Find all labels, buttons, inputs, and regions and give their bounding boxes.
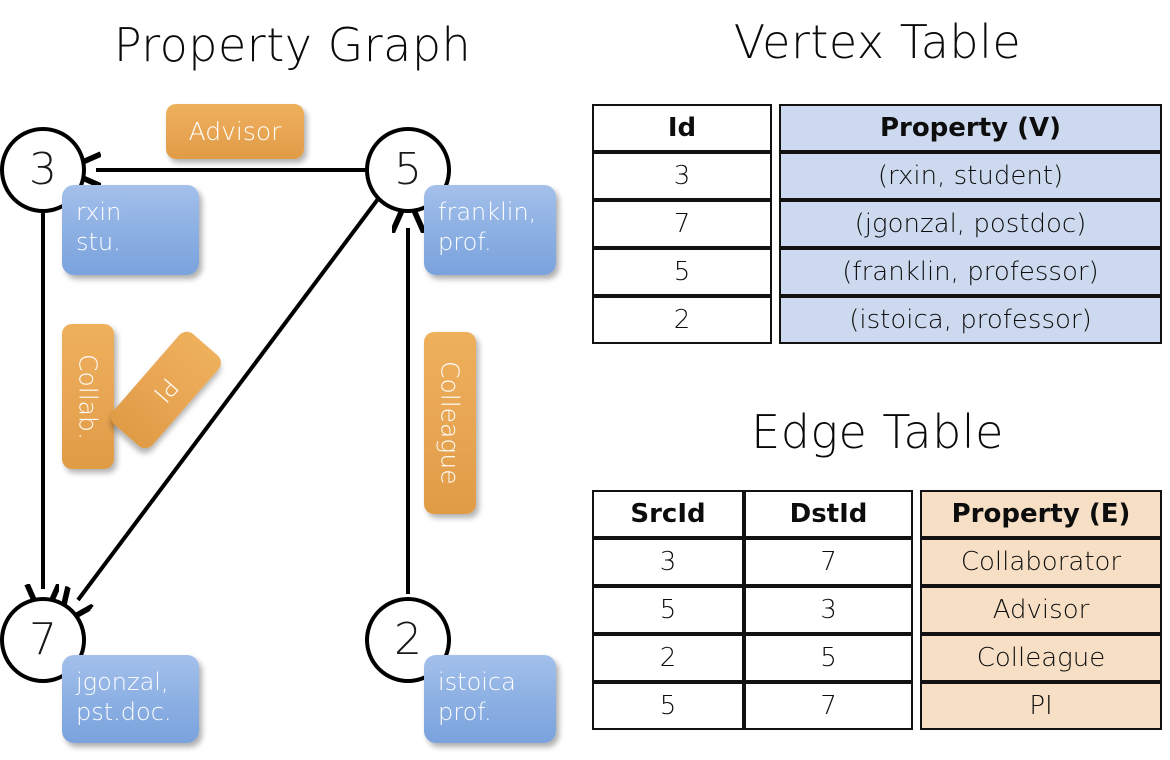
table-row: (jgonzal, postdoc)	[779, 200, 1162, 248]
table-row: 7	[744, 538, 913, 586]
graph-node-7-label: 7	[29, 614, 57, 665]
edge-dst-cell: 5	[744, 634, 913, 682]
table-row: 2	[592, 296, 772, 344]
edge-property-cell: Colleague	[920, 634, 1162, 682]
edge-property-cell: Collaborator	[920, 538, 1162, 586]
node-property-box-3: rxin stu.	[62, 185, 199, 275]
page-title-edge-table: Edge Table	[751, 405, 1004, 459]
vertex-property-cell: (rxin, student)	[779, 152, 1162, 200]
node-property-line-2: pst.doc.	[76, 698, 172, 726]
table-row: PI	[920, 682, 1162, 730]
table-row: (franklin, professor)	[779, 248, 1162, 296]
table-row: 3	[592, 152, 772, 200]
node-property-line-2: stu.	[76, 228, 121, 256]
edge-label-advisor: Advisor	[166, 104, 304, 159]
edge-table-property-column: Property (E) Collaborator Advisor Collea…	[920, 490, 1162, 730]
edge-dst-cell: 7	[744, 682, 913, 730]
edge-src-cell: 2	[592, 634, 744, 682]
table-row: 7	[592, 200, 772, 248]
edge-table-srcid-column: SrcId 3 5 2 5	[592, 490, 744, 730]
edge-table-header-srcid: SrcId	[592, 490, 744, 538]
table-row: 2	[592, 634, 744, 682]
edge-src-cell: 3	[592, 538, 744, 586]
table-header-row: Property (V)	[779, 104, 1162, 152]
node-property-line-1: rxin	[76, 198, 122, 226]
node-property-box-2: istoica prof.	[424, 655, 556, 743]
vertex-table-id-column: Id 3 7 5 2	[592, 104, 772, 344]
vertex-property-cell: (franklin, professor)	[779, 248, 1162, 296]
vertex-id-cell: 2	[592, 296, 772, 344]
edge-5-to-7	[78, 197, 380, 600]
graph-node-2[interactable]: 2	[365, 597, 451, 683]
vertex-id-cell: 5	[592, 248, 772, 296]
edge-table-header-dstid: DstId	[744, 490, 913, 538]
node-property-line-1: jgonzal,	[76, 668, 169, 696]
edge-label-collab: Collab.	[62, 324, 114, 469]
table-row: 3	[592, 538, 744, 586]
edge-dst-cell: 7	[744, 538, 913, 586]
node-property-line-2: prof.	[438, 698, 492, 726]
vertex-table-header-id: Id	[592, 104, 772, 152]
graph-node-2-label: 2	[394, 614, 422, 665]
table-header-row: DstId	[744, 490, 913, 538]
edge-label-colleague-text: Colleague	[435, 361, 465, 485]
graph-node-3-label: 3	[29, 144, 57, 195]
edge-property-cell: PI	[920, 682, 1162, 730]
node-property-line-1: istoica	[438, 668, 516, 696]
edge-dst-cell: 3	[744, 586, 913, 634]
table-row: Advisor	[920, 586, 1162, 634]
page-title-property-graph: Property Graph	[113, 18, 472, 72]
table-row: Collaborator	[920, 538, 1162, 586]
edge-src-cell: 5	[592, 682, 744, 730]
edge-table-header-property: Property (E)	[920, 490, 1162, 538]
table-row: (rxin, student)	[779, 152, 1162, 200]
vertex-property-cell: (istoica, professor)	[779, 296, 1162, 344]
table-row: 5	[592, 248, 772, 296]
node-property-line-1: franklin,	[438, 198, 537, 226]
table-row: 3	[744, 586, 913, 634]
edge-label-collab-text: Collab.	[73, 353, 103, 440]
table-row: 5	[592, 682, 744, 730]
edge-label-pi-text: PI	[147, 372, 185, 408]
edge-table-dstid-column: DstId 7 3 5 7	[744, 490, 913, 730]
graph-node-5-label: 5	[394, 144, 422, 195]
node-property-box-5: franklin, prof.	[424, 185, 556, 275]
table-row: (istoica, professor)	[779, 296, 1162, 344]
node-property-line-2: prof.	[438, 228, 492, 256]
page-title-vertex-table: Vertex Table	[733, 15, 1022, 69]
edge-label-colleague: Colleague	[424, 332, 476, 514]
vertex-property-cell: (jgonzal, postdoc)	[779, 200, 1162, 248]
edge-src-cell: 5	[592, 586, 744, 634]
vertex-table-property-column: Property (V) (rxin, student) (jgonzal, p…	[779, 104, 1162, 344]
table-row: Colleague	[920, 634, 1162, 682]
vertex-id-cell: 3	[592, 152, 772, 200]
table-header-row: SrcId	[592, 490, 744, 538]
table-row: 5	[592, 586, 744, 634]
edge-label-advisor-text: Advisor	[188, 117, 282, 146]
table-header-row: Id	[592, 104, 772, 152]
table-row: 7	[744, 682, 913, 730]
vertex-id-cell: 7	[592, 200, 772, 248]
graph-edges-layer	[0, 0, 585, 760]
edge-property-cell: Advisor	[920, 586, 1162, 634]
table-header-row: Property (E)	[920, 490, 1162, 538]
table-row: 5	[744, 634, 913, 682]
vertex-table-header-property: Property (V)	[779, 104, 1162, 152]
node-property-box-7: jgonzal, pst.doc.	[62, 655, 199, 743]
property-graph-diagram: 3 5 7 2 rxin stu. franklin, prof. jgonza…	[0, 0, 585, 760]
